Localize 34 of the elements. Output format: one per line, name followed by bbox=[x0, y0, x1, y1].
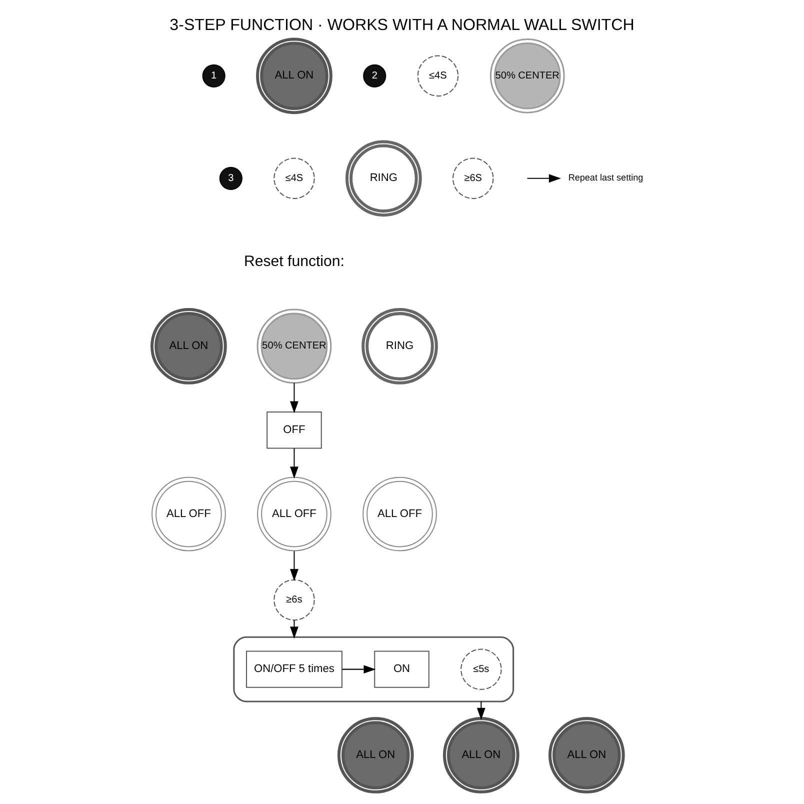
node-circle: ALL ON bbox=[337, 716, 414, 793]
node-circle: ALL OFF bbox=[362, 476, 437, 551]
node-circle: ALL ON bbox=[548, 716, 625, 793]
arrow bbox=[476, 700, 486, 720]
node-circle: ≤4S bbox=[274, 157, 315, 198]
label: 3 bbox=[228, 172, 234, 184]
node-circle: RING bbox=[345, 140, 422, 216]
node-text: Repeat last setting bbox=[568, 172, 644, 182]
node-box: ON bbox=[374, 650, 430, 688]
arrow bbox=[290, 620, 298, 638]
node-circle: ALL ON bbox=[442, 716, 520, 793]
node-circle: RING bbox=[362, 308, 438, 384]
node-circle: ≥6s bbox=[274, 578, 315, 620]
cluster bbox=[233, 636, 514, 702]
node-circle: 50% CENTER bbox=[256, 308, 332, 384]
node-box: OFF bbox=[266, 411, 322, 448]
arrow bbox=[527, 174, 561, 182]
arrow bbox=[290, 448, 298, 478]
label: 1 bbox=[211, 70, 217, 81]
label: 2 bbox=[372, 70, 378, 81]
node-circle: ALL OFF bbox=[257, 476, 332, 551]
arrow bbox=[290, 550, 298, 581]
node-circle: ≤4S bbox=[417, 54, 459, 96]
diagram-title: 3-STEP FUNCTION · WORKS WITH A NORMAL WALL SWITCH bbox=[170, 15, 634, 34]
arrow bbox=[290, 382, 298, 413]
node-circle: ≤5s bbox=[460, 648, 502, 690]
node-circle: ≥6S bbox=[452, 157, 494, 198]
node-circle: ALL OFF bbox=[152, 476, 226, 551]
node-circle: 50% CENTER bbox=[490, 38, 565, 113]
node-box: ON/OFF 5 times bbox=[246, 650, 342, 688]
node-circle: ALL ON bbox=[256, 37, 332, 114]
arrow bbox=[342, 664, 376, 674]
node-circle: ALL ON bbox=[150, 308, 227, 384]
label: Reset function: bbox=[244, 252, 344, 270]
